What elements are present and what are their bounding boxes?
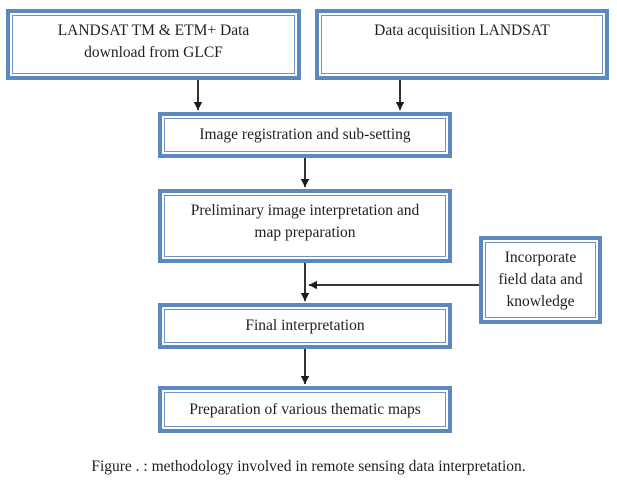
flow-box-border: Preparation of various thematic maps: [164, 392, 446, 427]
flow-box-border: Data acquisition LANDSAT: [321, 15, 603, 74]
flow-box-label-line: Data acquisition LANDSAT: [374, 22, 550, 39]
flow-box-final-interpretation: Final interpretation: [158, 303, 452, 349]
flow-box-border: Image registration and sub-setting: [164, 118, 446, 152]
flow-box-label-line: download from GLCF: [84, 44, 223, 61]
flow-box-label: Data acquisition LANDSAT: [374, 20, 550, 42]
flow-box-border: Final interpretation: [164, 309, 446, 343]
flow-box-label: LANDSAT TM & ETM+ Data download from GLC…: [58, 20, 250, 64]
flow-box-label-line: Incorporate: [504, 249, 577, 266]
flow-box-label-line: map preparation: [254, 224, 356, 241]
flow-box-label-line: Preliminary image interpretation and: [190, 202, 420, 219]
flow-box-label-line: field data and: [498, 271, 583, 288]
flow-box-incorporate-field-data: Incorporate field data and knowledge: [479, 236, 602, 324]
flow-box-border: Incorporate field data and knowledge: [485, 242, 596, 318]
flow-box-label: Preparation of various thematic maps: [189, 399, 421, 421]
flow-box-landsat-download: LANDSAT TM & ETM+ Data download from GLC…: [6, 9, 301, 80]
flow-box-image-registration: Image registration and sub-setting: [158, 112, 452, 158]
flow-box-data-acquisition: Data acquisition LANDSAT: [315, 9, 609, 80]
flow-box-label-line: knowledge: [506, 293, 575, 310]
flow-box-label: Final interpretation: [245, 315, 364, 337]
flow-box-preliminary-interpretation: Preliminary image interpretation and map…: [158, 189, 452, 263]
flow-box-label: Preliminary image interpretation and map…: [191, 200, 420, 244]
flow-box-label-line: Final interpretation: [245, 317, 365, 334]
flow-box-thematic-maps: Preparation of various thematic maps: [158, 386, 452, 433]
flow-box-label: Image registration and sub-setting: [199, 124, 410, 146]
flow-box-label-line: Image registration and sub-setting: [199, 126, 411, 143]
flow-box-label: Incorporate field data and knowledge: [498, 247, 582, 313]
figure-caption: Figure . : methodology involved in remot…: [91, 458, 526, 475]
flow-box-label-line: LANDSAT TM & ETM+ Data: [57, 22, 250, 39]
flow-box-border: LANDSAT TM & ETM+ Data download from GLC…: [12, 15, 295, 74]
flow-box-border: Preliminary image interpretation and map…: [164, 195, 446, 257]
flow-box-label-line: Preparation of various thematic maps: [189, 400, 421, 418]
